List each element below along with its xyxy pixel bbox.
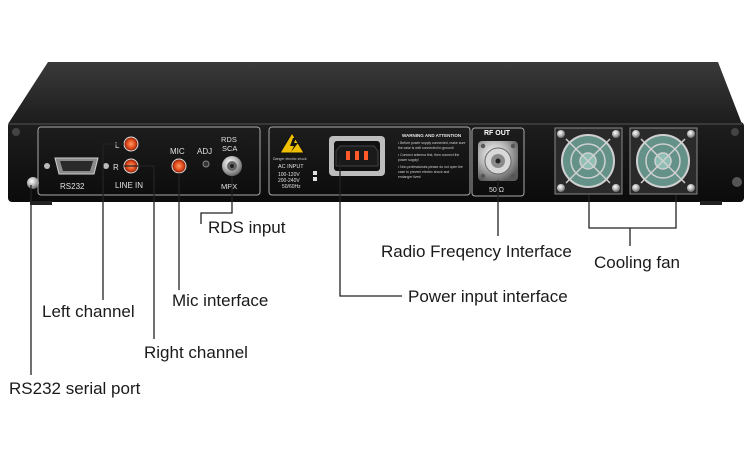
svg-text:• Connect antenna first, then: • Connect antenna first, then connect th…	[398, 153, 459, 157]
rds-label: RDS	[221, 135, 237, 144]
screw-icon	[12, 128, 20, 136]
left-jack-icon	[123, 136, 139, 152]
n-type-connector-icon	[478, 141, 518, 181]
callout-rds-input: RDS input	[208, 218, 286, 237]
warning-text: • Before power supply connected, make su…	[398, 141, 465, 179]
screw-icon	[27, 177, 39, 189]
fan-right-icon	[629, 127, 698, 195]
svg-text:• Before power supply connecte: • Before power supply connected, make su…	[398, 141, 465, 145]
power-section-frame	[268, 126, 471, 196]
ac-100-label: 100-120V	[278, 172, 300, 178]
screw-icon	[732, 177, 742, 187]
ohm-label: 50 Ω	[489, 187, 504, 194]
power-notice-label: Danger electric shock	[273, 157, 307, 161]
chassis-top	[8, 62, 742, 124]
rs232-connector	[44, 157, 109, 175]
mpx-label: MPX	[221, 182, 237, 191]
callout-cooling-fan: Cooling fan	[594, 253, 681, 272]
svg-text:endanger lives!: endanger lives!	[398, 175, 421, 179]
svg-text:• Non-professionals please do: • Non-professionals please do not open t…	[398, 165, 463, 169]
callout-left-channel: Left channel	[42, 302, 135, 321]
leader-power	[339, 157, 402, 297]
leader-left	[102, 143, 124, 300]
ac-input-label: AC INPUT	[278, 164, 304, 170]
ac-200-label: 200-240V	[278, 178, 300, 184]
warning-title: WARNING AND ATTENTION	[402, 133, 461, 138]
rs232-label: RS232	[60, 182, 85, 191]
callout-rs232-port: RS232 serial port	[9, 379, 141, 398]
callout-mic-interface: Mic interface	[172, 291, 269, 310]
ac-freq-label: 50/60Hz	[282, 184, 301, 190]
adj-knob-icon	[202, 160, 210, 168]
power-socket-icon	[329, 136, 385, 176]
mic-label: MIC	[170, 147, 185, 156]
bnc-connector-icon	[222, 156, 242, 176]
leader-rds	[200, 176, 233, 224]
rf-out-label: RF OUT	[484, 130, 511, 137]
callout-power-input: Power input interface	[408, 287, 568, 306]
svg-text:power supply!: power supply!	[398, 158, 419, 162]
svg-text:case to prevent electric shock: case to prevent electric shock and	[398, 170, 449, 174]
line-in-label: LINE IN	[115, 181, 143, 190]
screw-icon	[731, 128, 739, 136]
adj-label: ADJ	[197, 147, 212, 156]
svg-text:the case is well connected to: the case is well connected to ground!	[398, 146, 454, 150]
channel-l-label: L	[115, 141, 120, 150]
callout-right-channel: Right channel	[144, 343, 248, 362]
leader-lines	[30, 143, 677, 375]
sca-label: SCA	[222, 144, 237, 153]
mic-jack-icon	[171, 158, 187, 174]
callout-radio-frequency: Radio Freqency Interface	[381, 242, 572, 261]
audio-section-frame	[37, 126, 261, 196]
leader-right	[124, 165, 155, 339]
leader-fan	[588, 195, 677, 229]
fan-left-icon	[554, 127, 623, 195]
channel-r-label: R	[113, 163, 119, 172]
